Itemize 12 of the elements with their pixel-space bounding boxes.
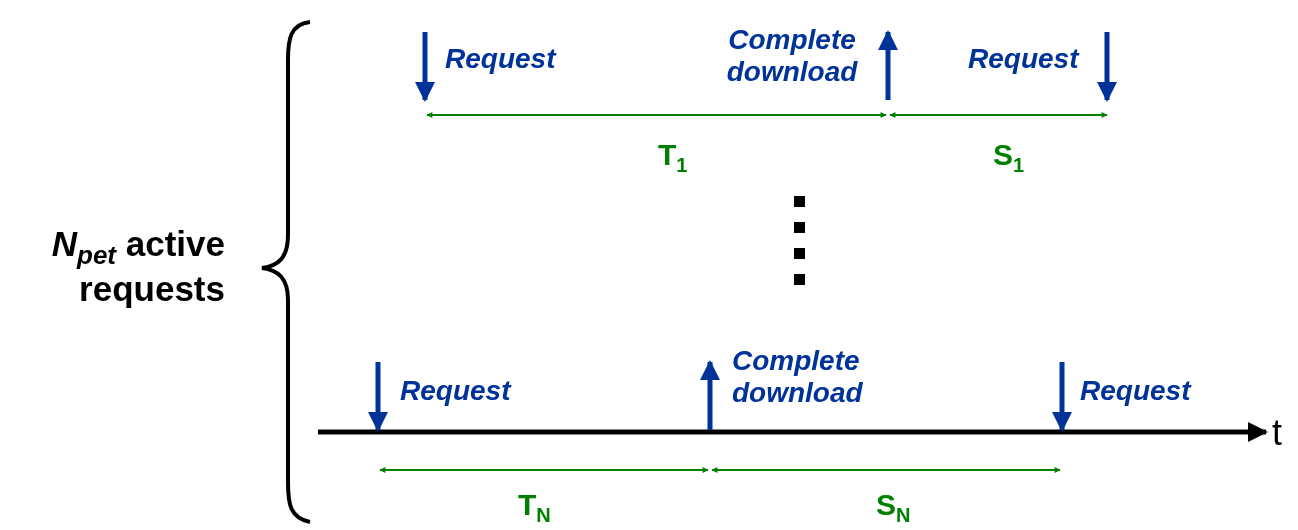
interval-label: S$_{N}$ [876,488,911,527]
group-label: N$_{pet}$ active requests [50,225,225,309]
event-label: Request [400,375,511,408]
interval-label: T$_{1}$ [658,138,688,177]
event-label: Request [1080,375,1191,408]
event-label: Request [968,43,1079,76]
event-label: Complete download [732,345,864,410]
interval-label: T$_{N}$ [518,488,551,527]
interval-label: S$_{1}$ [993,138,1025,177]
event-label: Complete download [725,24,859,89]
axis-label: t [1272,412,1282,454]
event-label: Request [445,43,556,76]
